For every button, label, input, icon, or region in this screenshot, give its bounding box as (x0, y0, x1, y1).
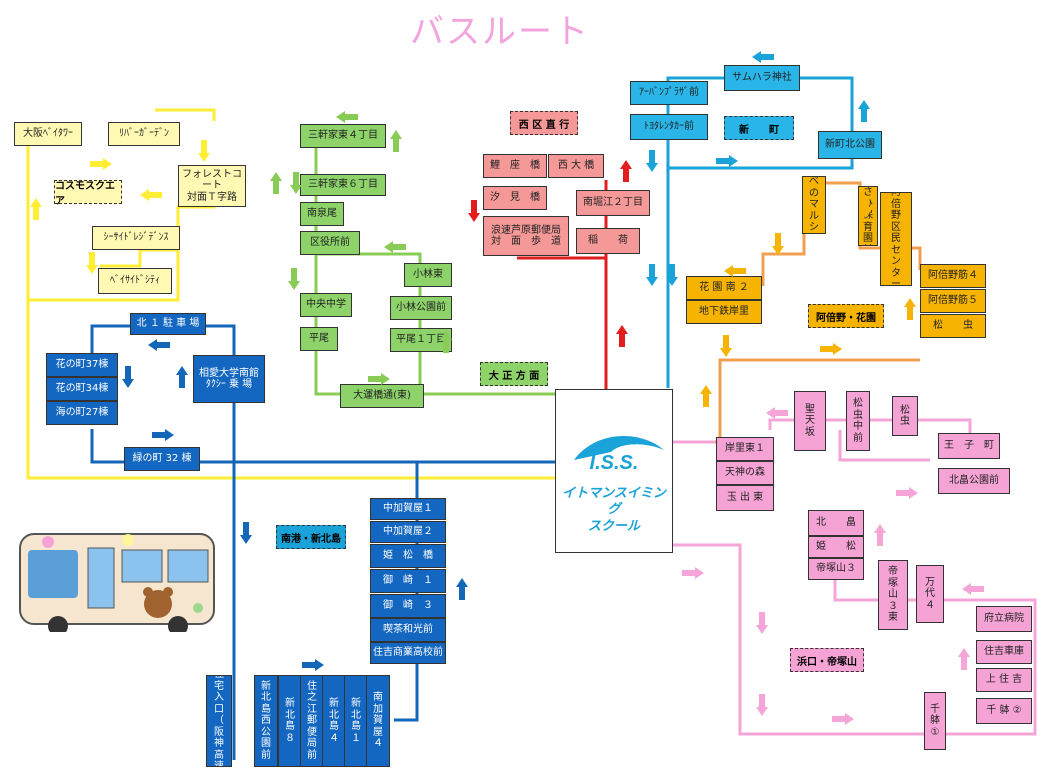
school-logo-box: I.S.S. イトマンスイミング スクール (555, 389, 673, 553)
bus-stop-sangenya6: 三軒家東６丁目 (300, 174, 386, 196)
bus-stop-midorinomachi32: 緑の町 32 棟 (124, 447, 200, 471)
bus-stop-misaki3: 御 崎 ３ (370, 594, 446, 618)
bus-stop-osaka-baytower: 大阪ﾍﾞｲﾀﾜｰ (14, 122, 82, 146)
bus-stop-inari: 稲 荷 (576, 228, 640, 254)
school-logo-text: I.S.S. (589, 452, 639, 474)
bus-stop-misaki1: 御 崎 １ (370, 569, 446, 593)
bus-stop-river-garden: ﾘﾊﾞｰｶﾞｰﾃﾞﾝ (108, 122, 180, 146)
bus-stop-osaka-univ-hosp: 相愛大学南館 ﾀｸｼｰ 乗 場 (193, 355, 265, 403)
bus-stop-kobayashi-park: 小林公園前 (390, 296, 452, 320)
bus-stop-matsumushi-o: 松 虫 (920, 314, 986, 338)
bus-stop-toyota-rent: ﾄﾖﾀﾚﾝﾀｶｰ前 (630, 114, 708, 140)
bus-stop-urban-plaza: ｱｰﾊﾞﾝﾌﾟﾗｻﾞ前 (630, 81, 708, 105)
bus-stop-abeno-center: 阿倍野区民センター (880, 192, 912, 286)
bus-stop-kobayashi-higashi: 小林東 (404, 263, 452, 287)
bus-stop-kamisumiyoshi: 上 住 吉 (976, 668, 1032, 692)
bus-stop-kitabatake: 北 畠 (808, 510, 864, 536)
area-label-shinmachi: 新 町 (724, 116, 794, 140)
area-label-kosmo: コスモスクエア (54, 180, 122, 207)
bus-stop-abeno-suji4: 阿倍野筋４ (920, 264, 986, 288)
bus-stop-suminoe-high: 住吉商業高校前 (370, 642, 446, 664)
bus-stop-minamihorie2: 南堀江２丁目 (576, 190, 650, 216)
bus-stop-minami-izumio: 南泉尾 (300, 202, 344, 226)
bus-stop-matsumushi-naka: 松虫中前 (846, 391, 870, 451)
bus-stop-forest-court: フォレストコート 対面Ｔ字路 (178, 165, 246, 207)
bus-stop-furitsu-hospital: 府立病院 (976, 606, 1032, 632)
bus-stop-abeno-suji5: 阿倍野筋５ (920, 289, 986, 313)
area-label-taisho: 大 正 方 面 (480, 362, 548, 386)
bus-stop-shinmachi-kita: 新町北公園 (818, 131, 882, 159)
swimmer-logo-icon (574, 436, 664, 460)
bus-stop-kizazubashi: 鯉 座 橋 (483, 154, 547, 178)
bus-stop-seaside-residence: ｼｰｻｲﾄﾞﾚｼﾞﾃﾞﾝｽ (92, 226, 180, 250)
bus-stop-suminoe-post: 住之江郵便局前 (300, 675, 324, 767)
bus-stop-uminomachi27: 海の町27棟 (46, 401, 118, 425)
bus-stop-seitenzaka: 聖天坂 (794, 391, 826, 451)
bus-stop-taisho-bashi: 大運橋通(東) (340, 384, 424, 408)
bus-stop-kissa: 喫茶和光前 (370, 618, 446, 642)
bus-stop-kita1-parking: 北 １ 駐 車 場 (130, 313, 206, 335)
bus-stop-hananomachi34: 花の町34棟 (46, 377, 118, 401)
area-label-abeno: 阿倍野・花園 (808, 304, 884, 328)
bus-stop-bayside-city: ﾍﾞｲｻｲﾄﾞｼﾃｨ (98, 268, 172, 294)
bus-stop-nakakagaya1: 中加賀屋１ (370, 498, 446, 520)
bus-stop-hananomachi37: 花の町37棟 (46, 353, 118, 377)
bus-stop-nishiohashi: 西 大 橋 (548, 154, 604, 178)
bus-stop-hirao: 平尾 (300, 327, 338, 351)
bus-stop-chikatetsu-kishinosato: 地下鉄岸里 (686, 300, 762, 324)
bus-stop-nakakagaya2: 中加賀屋２ (370, 521, 446, 543)
page-title: バスルート (410, 12, 590, 52)
bus-stop-sumiyoshi-garage: 住吉車庫 (976, 640, 1032, 664)
bus-stop-tamade-higashi: 玉 出 東 (716, 485, 774, 511)
bus-stop-nanko-juutaku: 南港住宅入口（阪神高速側） (206, 675, 232, 767)
bus-stop-oji-cho: 王 子 町 (938, 433, 1000, 459)
bus-stop-hanazono2: 花 園 南 ２ (686, 276, 762, 300)
area-label-nishiku: 西 区 直 行 (510, 111, 578, 135)
bus-stop-sumatsubashi: 姫 松 橋 (370, 544, 446, 568)
area-label-nanko: 南港・新北島 (276, 525, 346, 549)
bus-stop-sangenya4: 三軒家東４丁目 (300, 124, 386, 148)
bus-stop-shiomibashi: 汐 見 橋 (483, 186, 547, 210)
bus-stop-samuhara: サムハラ神社 (724, 65, 800, 91)
bus-stop-namihaya-post: 浪速芦原郵便局 対 面 歩 道 (483, 216, 569, 256)
bus-stop-himematsu: 姫 松 (808, 536, 864, 558)
bus-stop-kishinosato-higashi1: 岸里東１ (716, 437, 774, 461)
bus-stop-tezukayama3: 帝塚山３ (808, 558, 864, 580)
bus-stop-shinkita-park: 新北島西公園前 (254, 675, 278, 767)
bus-stop-tenjinnomori: 天神の森 (716, 461, 774, 485)
area-label-hamaguchi: 浜口・帝塚山 (790, 648, 864, 672)
school-name: イトマンスイミング スクール (562, 486, 666, 534)
bus-stop-abeno-maruchi: あべのマルシェ (802, 176, 826, 234)
bus-stop-senbon2: 千 躰 ② (976, 698, 1032, 724)
bus-stop-chuo-jh: 中央中学 (300, 293, 352, 317)
bus-illustration (19, 533, 215, 632)
bus-stop-kuyakusho: 区役所前 (300, 231, 360, 255)
bus-stop-kitabatake-park: 北畠公園前 (938, 468, 1010, 494)
bus-stop-matsumushi-p: 松虫 (892, 396, 918, 436)
